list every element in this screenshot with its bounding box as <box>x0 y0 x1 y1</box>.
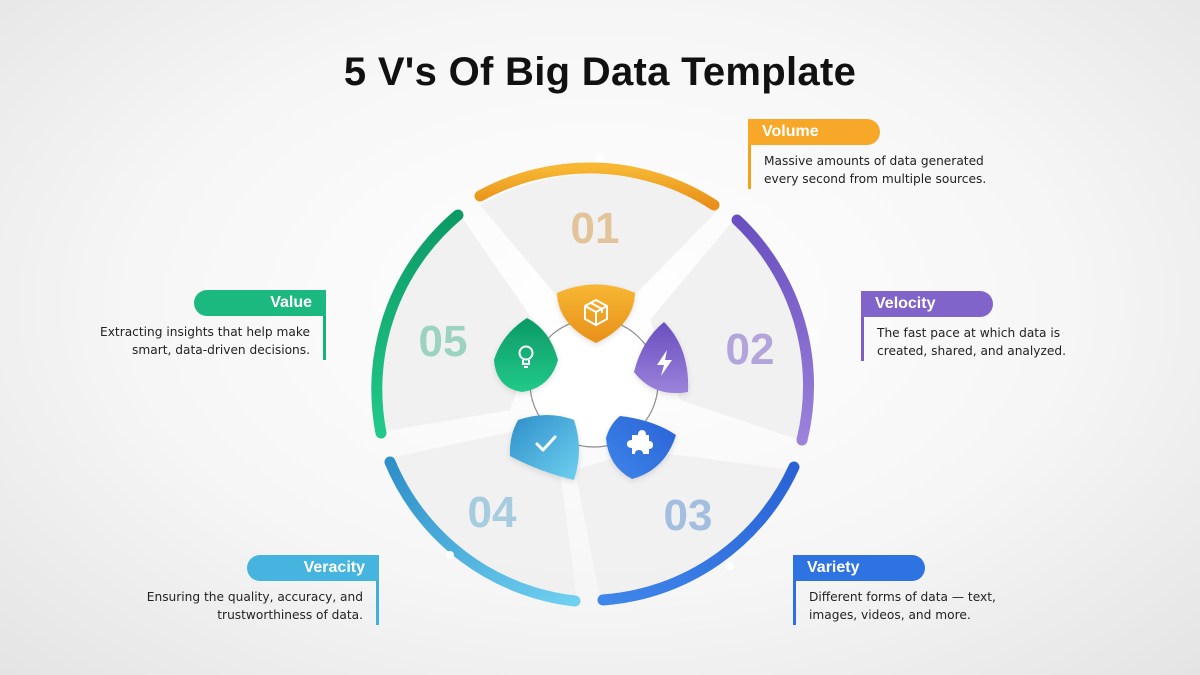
checkmark-icon <box>535 435 557 452</box>
sector-02-wedge <box>650 222 806 440</box>
arc-dot-volume <box>596 154 604 162</box>
arc-volume <box>474 162 720 211</box>
lightbulb-icon <box>518 345 534 368</box>
description-line: created, shared, and analyzed. <box>877 344 1067 358</box>
label-volume-description: Massive amounts of data generated every … <box>764 152 1004 188</box>
segment-number-05: 05 <box>419 317 468 366</box>
label-variety-bar <box>793 555 796 625</box>
arc-variety <box>597 461 800 606</box>
description-line: Extracting insights that help make <box>100 325 310 339</box>
label-value-pill: Value <box>194 290 326 316</box>
description-line: Massive amounts of data generated <box>764 154 984 168</box>
arc-dot-variety <box>726 562 734 570</box>
label-velocity-description: The fast pace at which data is created, … <box>877 324 1117 360</box>
label-veracity-bar <box>376 555 379 625</box>
label-volume-bar <box>748 119 751 189</box>
arc-veracity <box>384 456 581 607</box>
petal-volume <box>557 284 635 343</box>
arc-dot-value <box>376 308 384 316</box>
label-veracity-pill: Veracity <box>247 555 379 581</box>
petal-velocity <box>634 322 689 394</box>
description-line: Different forms of data — text, <box>809 590 996 604</box>
arc-value <box>371 209 464 439</box>
petal-variety <box>606 416 676 479</box>
segment-number-03: 03 <box>664 491 713 540</box>
description-line: The fast pace at which data is <box>877 326 1061 340</box>
description-line: every second from multiple sources. <box>764 172 987 186</box>
box-icon <box>584 299 608 326</box>
puzzle-icon <box>627 430 653 454</box>
label-variety-description: Different forms of data — text, images, … <box>809 588 1049 624</box>
label-value-description: Extracting insights that help make smart… <box>70 323 310 359</box>
segment-number-04: 04 <box>468 488 517 537</box>
lightning-icon <box>657 350 672 376</box>
page-title: 5 V's Of Big Data Template <box>343 50 857 94</box>
description-line: trustworthiness of data. <box>217 608 363 622</box>
sector-04-wedge <box>390 430 577 602</box>
description-line: Ensuring the quality, accuracy, and <box>146 590 363 604</box>
segment-number-01: 01 <box>571 204 620 253</box>
description-line: images, videos, and more. <box>809 608 971 622</box>
label-velocity-bar <box>861 291 864 361</box>
sector-01-wedge <box>480 174 718 300</box>
segment-number-02: 02 <box>726 325 775 374</box>
description-line: smart, data-driven decisions. <box>132 343 310 357</box>
sector-03-wedge <box>575 450 792 598</box>
arc-dot-velocity <box>808 328 816 336</box>
outer-arcs <box>371 154 816 607</box>
petal-veracity <box>509 415 579 480</box>
label-volume-pill: Volume <box>748 119 880 145</box>
label-velocity-pill: Velocity <box>861 291 993 317</box>
arc-dot-veracity <box>446 551 454 559</box>
petal-value <box>494 318 558 392</box>
label-value-bar <box>323 290 326 360</box>
arc-velocity <box>731 214 814 446</box>
label-variety-pill: Variety <box>793 555 925 581</box>
label-veracity-description: Ensuring the quality, accuracy, and trus… <box>123 588 363 624</box>
